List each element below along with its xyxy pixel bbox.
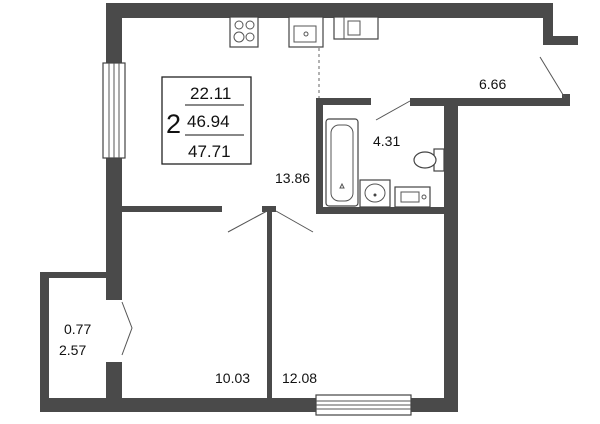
bathtub-icon [325,118,359,207]
fridge-icon [333,16,379,40]
outer-walls [40,3,578,412]
door-bedroom-left [227,210,268,233]
interior-walls [122,98,451,398]
room-area-bedroom-right: 12.08 [282,370,317,386]
washing-machine-icon [394,186,431,208]
wall-balcony-top [40,272,106,278]
area-summary: 2 22.11 46.94 47.71 [161,76,252,165]
wall-bath-top-left [316,98,371,105]
sink-icon [288,16,324,48]
wall-top-right-stub [553,36,578,45]
living-area: 22.11 [190,84,231,103]
total-with-balcony: 47.71 [188,142,231,161]
wall-partition [267,206,272,398]
door-bathroom [375,100,411,121]
washbasin-icon [359,179,391,208]
total-area: 46.94 [187,112,230,131]
window-bottom [315,394,412,416]
room-area-balcony-reduced: 0.77 [64,321,91,337]
door-bedroom-right [275,210,314,233]
wall-left-lower [106,362,122,400]
wall-left-mid [106,157,122,300]
room-area-bedroom-left: 10.03 [215,370,250,386]
wall-balcony-left [40,272,49,412]
door-entrance [539,56,566,99]
wall-left-upper [106,3,122,65]
room-area-kitchen-living: 13.86 [275,170,310,186]
room-area-balcony-full: 2.57 [59,342,86,358]
balcony-door [121,301,133,356]
wall-bottom-left [40,398,316,412]
window-left [102,62,126,159]
rooms-count: 2 [166,109,181,139]
wall-bedroom-top [122,206,222,212]
stove-icon [229,16,259,48]
wall-top-right-return [543,3,553,45]
wall-hall-right [410,98,568,106]
wall-bath-bottom [316,207,451,214]
toilet-icon [413,148,445,172]
room-area-hall: 6.66 [479,76,506,92]
room-area-bathroom: 4.31 [373,133,400,149]
wall-right [444,98,458,412]
wall-top [106,3,553,18]
wall-hall-post [562,94,570,106]
wall-bath-left [316,98,323,213]
